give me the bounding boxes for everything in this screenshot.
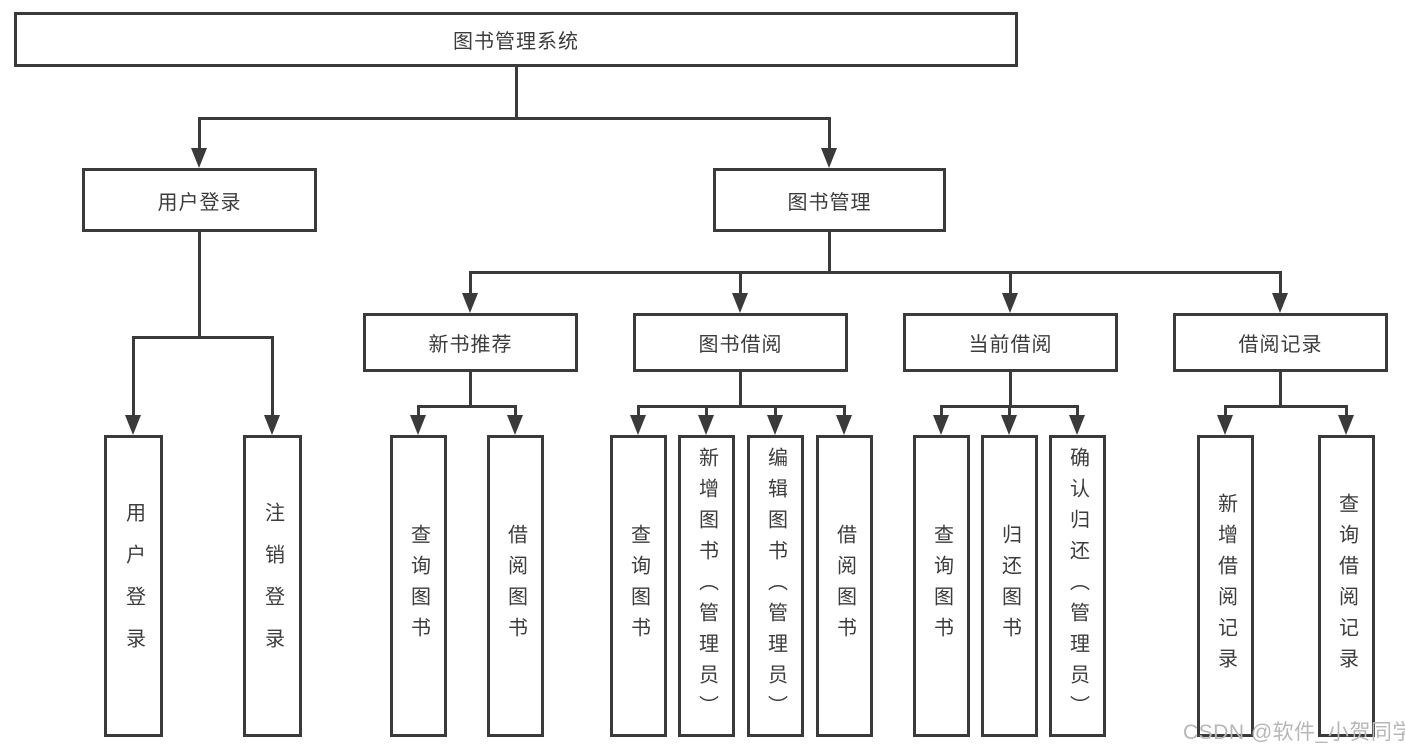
arrow-stem-br-leaf-2 (1345, 405, 1348, 415)
leaf-bw-borrow-books: 借阅图书 (816, 435, 873, 737)
arrow-head-bw-leaf-3 (767, 415, 783, 435)
leaf-br-add-record-label: 新增借阅记录 (1214, 493, 1237, 679)
leaf-cb-return-books: 归还图书 (981, 435, 1038, 737)
new-book-drop-line (469, 371, 472, 406)
node-book-mgmt-label: 图书管理 (787, 191, 872, 214)
arrow-stem-cb-leaf-1 (940, 405, 943, 415)
leaf-bw-add-books-admin-label: 新增图书（管理员） (695, 446, 718, 726)
arrow-head-br-leaf-1 (1217, 415, 1233, 435)
arrow-head-bw-leaf-1 (630, 415, 646, 435)
arrow-head-nb-leaf-2 (507, 415, 523, 435)
user-login-drop-line (198, 231, 201, 337)
leaf-bw-query-books: 查询图书 (610, 435, 667, 737)
arrow-stem-login-leaf-1 (132, 336, 135, 415)
arrow-stem-bw-leaf-3 (774, 405, 777, 415)
borrow-records-drop-line (1279, 371, 1282, 406)
node-library-system: 图书管理系统 (14, 12, 1018, 67)
leaf-cb-confirm-return-admin: 确认归还（管理员） (1049, 435, 1106, 737)
leaf-user-login: 用户登录 (104, 435, 163, 737)
node-user-login-label: 用户登录 (157, 191, 242, 214)
arrow-stem-book-mgmt (828, 117, 831, 148)
leaf-bw-add-books-admin: 新增图书（管理员） (678, 435, 735, 737)
arrow-head-bw-leaf-4 (836, 415, 852, 435)
node-current-borrow: 当前借阅 (903, 313, 1118, 372)
book-borrow-rail-line (637, 405, 846, 408)
leaf-nb-borrow-books-label: 借阅图书 (504, 524, 527, 648)
arrow-head-book-borrow (732, 293, 748, 313)
arrow-stem-br-leaf-1 (1224, 405, 1227, 415)
node-book-borrow: 图书借阅 (633, 313, 848, 372)
user-login-rail-line (132, 336, 274, 339)
leaf-br-add-record: 新增借阅记录 (1197, 435, 1254, 737)
arrow-stem-bw-leaf-4 (843, 405, 846, 415)
leaf-cb-query-books-label: 查询图书 (930, 524, 953, 648)
arrow-head-bw-leaf-2 (698, 415, 714, 435)
node-book-borrow-label: 图书借阅 (698, 334, 783, 356)
node-user-login: 用户登录 (82, 168, 317, 232)
leaf-logout: 注销登录 (243, 435, 302, 737)
leaf-user-login-label: 用户登录 (122, 502, 145, 670)
arrow-head-new-book (462, 293, 478, 313)
arrow-stem-borrow-records (1279, 271, 1282, 293)
arrow-stem-user-login (198, 117, 201, 148)
arrow-head-cb-leaf-1 (933, 415, 949, 435)
arrow-head-login-leaf-2 (264, 415, 280, 435)
arrow-stem-login-leaf-2 (271, 336, 274, 415)
book-mgmt-drop-line (828, 231, 831, 272)
arrow-stem-nb-leaf-1 (417, 405, 420, 415)
leaf-bw-query-books-label: 查询图书 (627, 524, 650, 648)
csdn-watermark: CSDN @软件_小贺同学 (1183, 721, 1405, 744)
root-drop-line (515, 66, 518, 118)
arrow-head-br-leaf-2 (1338, 415, 1354, 435)
leaf-logout-label: 注销登录 (261, 502, 284, 670)
arrow-head-book-mgmt (821, 148, 837, 168)
arrow-head-login-leaf-1 (125, 415, 141, 435)
arrow-head-user-login (191, 148, 207, 168)
leaf-cb-return-books-label: 归还图书 (998, 524, 1021, 648)
arrow-head-borrow-records (1272, 293, 1288, 313)
leaf-cb-confirm-return-admin-label: 确认归还（管理员） (1066, 446, 1089, 726)
arrow-stem-book-borrow (739, 271, 742, 293)
arrow-head-nb-leaf-1 (410, 415, 426, 435)
arrow-head-cb-leaf-2 (1001, 415, 1017, 435)
arrow-stem-bw-leaf-2 (705, 405, 708, 415)
borrow-records-rail-line (1224, 405, 1348, 408)
current-borrow-drop-line (1009, 371, 1012, 406)
arrow-stem-bw-leaf-1 (637, 405, 640, 415)
node-book-mgmt: 图书管理 (713, 168, 946, 232)
leaf-bw-borrow-books-label: 借阅图书 (833, 524, 856, 648)
level2-rail-line (199, 117, 831, 120)
node-borrow-records: 借阅记录 (1173, 313, 1388, 372)
node-new-book-rec: 新书推荐 (363, 313, 578, 372)
level3-rail-line (469, 271, 1282, 274)
leaf-nb-borrow-books: 借阅图书 (487, 435, 544, 737)
node-current-borrow-label: 当前借阅 (968, 334, 1053, 356)
book-borrow-drop-line (739, 371, 742, 406)
arrow-stem-cb-leaf-3 (1076, 405, 1079, 415)
arrow-stem-cb-leaf-2 (1008, 405, 1011, 415)
arrow-head-cb-leaf-3 (1069, 415, 1085, 435)
arrow-stem-nb-leaf-2 (514, 405, 517, 415)
arrow-head-current-borrow (1002, 293, 1018, 313)
node-borrow-records-label: 借阅记录 (1238, 334, 1323, 356)
arrow-stem-current-borrow (1009, 271, 1012, 293)
node-new-book-rec-label: 新书推荐 (428, 334, 513, 356)
leaf-bw-edit-books-admin: 编辑图书（管理员） (747, 435, 804, 737)
leaf-br-query-record-label: 查询借阅记录 (1335, 493, 1358, 679)
leaf-bw-edit-books-admin-label: 编辑图书（管理员） (764, 446, 787, 726)
node-library-system-label: 图书管理系统 (453, 31, 579, 53)
leaf-nb-query-books-label: 查询图书 (407, 524, 430, 648)
leaf-cb-query-books: 查询图书 (913, 435, 970, 737)
leaf-br-query-record: 查询借阅记录 (1318, 435, 1375, 737)
arrow-stem-new-book (469, 271, 472, 293)
new-book-rail-line (417, 405, 517, 408)
leaf-nb-query-books: 查询图书 (390, 435, 447, 737)
